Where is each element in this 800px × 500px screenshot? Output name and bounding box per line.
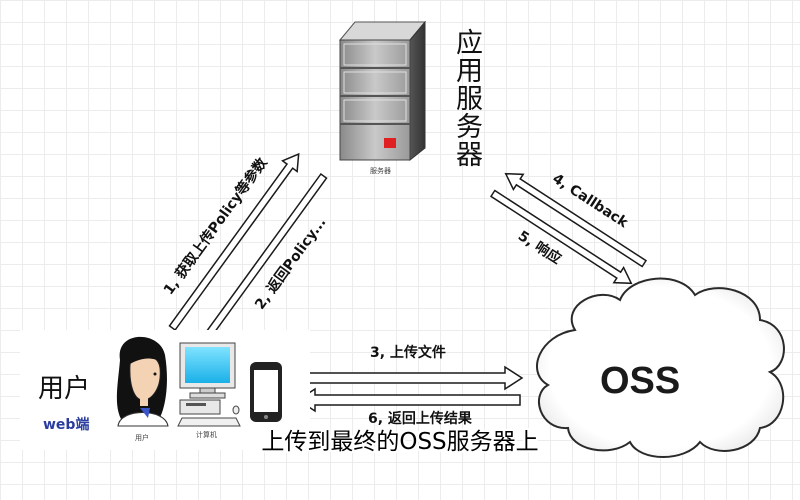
- server-power-indicator: [384, 138, 396, 148]
- step6-label: 6, 返回上传结果: [368, 411, 472, 427]
- cloud-icon: [536, 277, 785, 458]
- person-icon: [116, 336, 169, 427]
- arrow-callback: [504, 172, 648, 268]
- computer-caption: 计算机: [196, 431, 217, 439]
- server-caption: 服务器: [370, 167, 391, 175]
- arrow-upload-file: [294, 365, 524, 391]
- arrow-response: [489, 189, 633, 285]
- phone-icon: [250, 362, 282, 422]
- web-client-label: web端: [43, 417, 90, 433]
- step3-label: 3, 上传文件: [370, 345, 446, 361]
- oss-label: OSS: [600, 360, 681, 402]
- computer-icon: [177, 342, 241, 427]
- server-icon: [338, 20, 427, 162]
- user-label: 用户: [38, 374, 91, 404]
- app-server-label: 应用服务器: [451, 28, 482, 168]
- arrow-get-policy: [168, 152, 300, 332]
- person-caption: 用户: [135, 434, 149, 442]
- video-subtitle: 上传到最终的OSS服务器上: [261, 429, 539, 455]
